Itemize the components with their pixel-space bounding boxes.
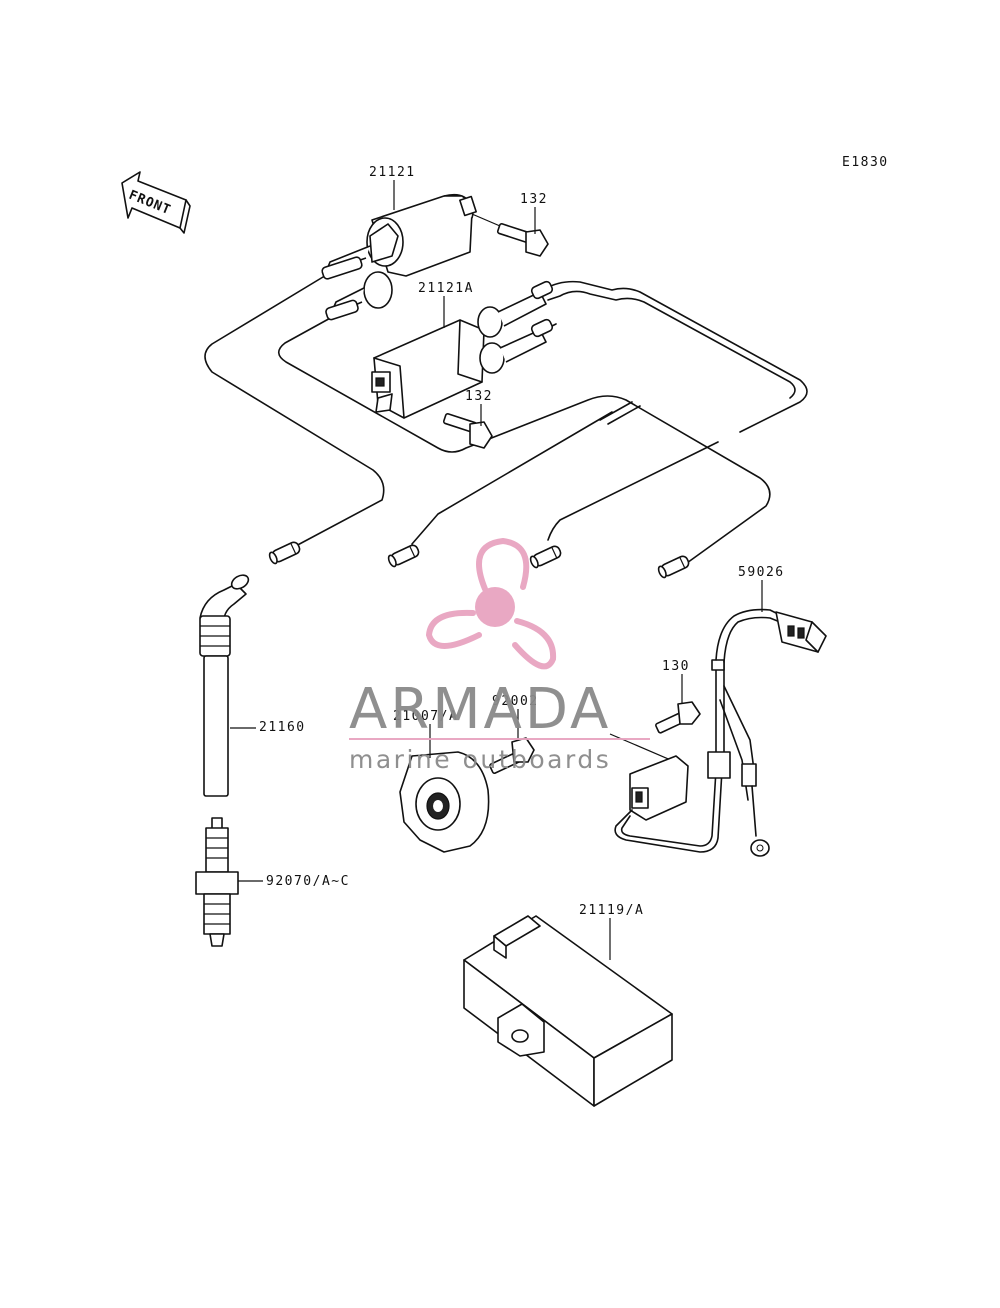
armada-watermark: ARMADA marine outboards: [349, 537, 650, 774]
spark-plug-cap: [199, 574, 250, 797]
front-direction-arrow: FRONT: [121, 171, 191, 234]
front-arrow-side: [179, 199, 191, 234]
label-plug-cap: 21160: [259, 720, 306, 735]
spark-plug: [195, 817, 239, 947]
pickup-coil-harness: [609, 608, 827, 857]
label-coil-front: 21121: [369, 165, 416, 180]
label-stator-plate: 21007/A: [393, 709, 458, 724]
plug-cap-terminals: [268, 541, 690, 579]
watermark-brand: ARMADA: [349, 677, 611, 742]
diagram-code: E1830: [842, 155, 889, 170]
watermark-tagline: marine outboards: [349, 745, 611, 774]
bolt-pickup: [655, 701, 701, 734]
ignition-coil-front: [321, 193, 477, 321]
label-harness: 59026: [738, 565, 785, 580]
label-bolt-132-lower: 132: [465, 389, 493, 404]
front-arrow-shape: [121, 171, 187, 229]
label-spark-plug: 92070/A~C: [266, 874, 350, 889]
stator-plate: [399, 751, 490, 853]
igniter-unit: [463, 915, 673, 1107]
label-bolt-130: 130: [662, 659, 690, 674]
coil-wires: [204, 276, 808, 569]
bolt-coil-front: [471, 213, 549, 257]
label-igniter: 21119/A: [579, 903, 644, 918]
ignition-coil-rear: [371, 280, 554, 419]
label-screw-92002: 92002: [492, 694, 539, 709]
propeller-logo: [425, 537, 557, 670]
label-bolt-132-upper: 132: [520, 192, 548, 207]
bolt-coil-rear: [442, 413, 493, 449]
label-coil-rear: 21121A: [418, 281, 474, 296]
